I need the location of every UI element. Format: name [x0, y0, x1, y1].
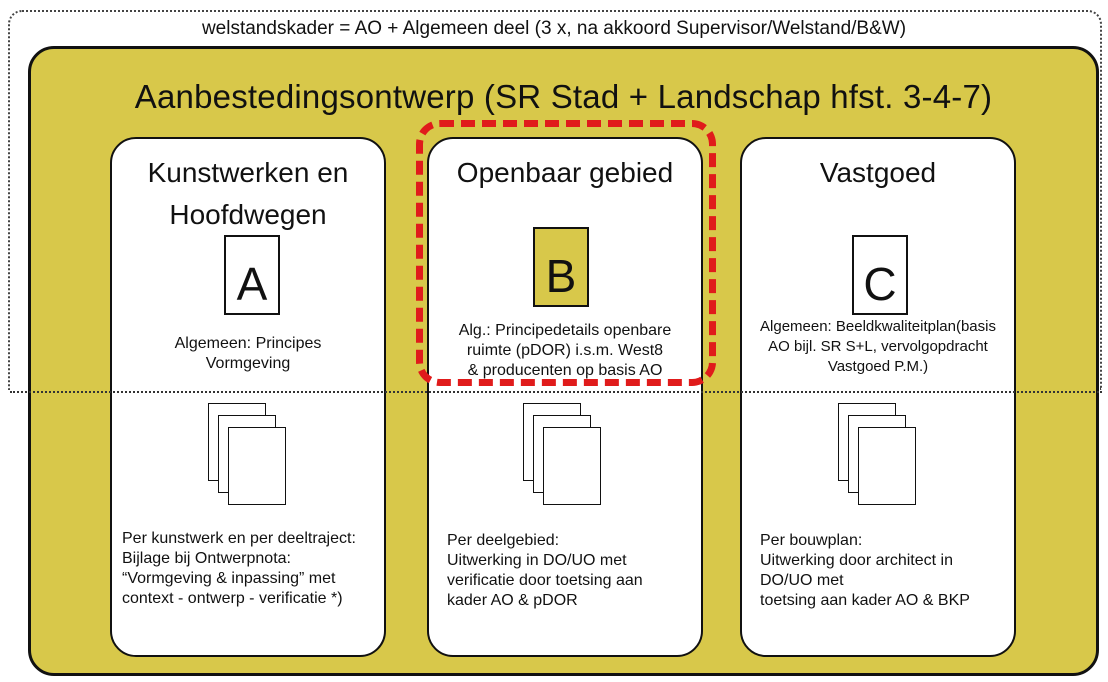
document-stack-icon: [838, 403, 928, 513]
card-kunstwerken: Kunstwerken en Hoofdwegen A Algemeen: Pr…: [110, 137, 386, 657]
letter-c: C: [863, 258, 897, 310]
bottom-line: kader AO & pDOR: [447, 592, 578, 609]
page-sheet: [228, 427, 286, 505]
bottom-line: “Vormgeving & inpassing” met: [122, 570, 336, 587]
desc-line: AO bijl. SR S+L, vervolgopdracht: [768, 338, 988, 355]
bottom-line: Uitwerking in DO/UO met: [447, 552, 627, 569]
main-title: Aanbestedingsontwerp (SR Stad + Landscha…: [134, 78, 993, 115]
bottom-line: Per deelgebied:: [447, 532, 560, 549]
bottom-line: Per bouwplan:: [760, 532, 863, 549]
page-sheet: [543, 427, 601, 505]
document-b-icon: B: [533, 227, 589, 307]
welstandskader-divider: [10, 391, 1102, 393]
desc-line: & producenten op basis AO: [467, 362, 663, 379]
card-vastgoed: Vastgoed C Algemeen: Beeldkwaliteitplan(…: [740, 137, 1016, 657]
bottom-line: verificatie door toetsing aan: [447, 572, 643, 589]
desc-line: Algemeen: Beeldkwaliteitplan(basis: [760, 318, 996, 335]
bottom-line: context - ontwerp - verificatie *): [122, 590, 343, 607]
bottom-line: Per kunstwerk en per deeltraject:: [122, 530, 356, 547]
bottom-line: Bijlage bij Ontwerpnota:: [122, 550, 291, 567]
document-stack-icon: [523, 403, 613, 513]
welstandskader-frame: [8, 10, 1102, 390]
card-title-line2: Hoofdwegen: [169, 199, 327, 230]
desc-line: Alg.: Principedetails openbare: [458, 322, 672, 339]
document-a-icon: A: [224, 235, 280, 315]
highlight-openbaar-gebied: [416, 120, 716, 386]
card-bottom-text: Per bouwplan: Uitwerking door architect …: [760, 531, 1004, 611]
card-title-line1: Openbaar gebied: [456, 157, 674, 188]
document-stack-icon: [208, 403, 298, 513]
desc-line: Vormgeving: [205, 355, 291, 372]
welstandskader-label: welstandskader = AO + Algemeen deel (3 x…: [201, 18, 907, 39]
letter-b: B: [545, 250, 577, 302]
letter-a: A: [236, 258, 268, 310]
card-bottom-text: Per kunstwerk en per deeltraject: Bijlag…: [122, 529, 374, 609]
card-description: Algemeen: Beeldkwaliteitplan(basis AO bi…: [742, 317, 1014, 377]
bottom-line: toetsing aan kader AO & BKP: [760, 592, 970, 609]
card-title-line1: Kunstwerken en: [147, 157, 349, 188]
bottom-line: Uitwerking door architect in: [760, 552, 953, 569]
desc-line: Vastgoed P.M.): [827, 358, 929, 375]
document-c-icon: C: [852, 235, 908, 315]
desc-line: Algemeen: Principes: [174, 335, 322, 352]
card-bottom-text: Per deelgebied: Uitwerking in DO/UO met …: [447, 531, 691, 611]
bottom-line: DO/UO met: [760, 572, 844, 589]
card-description: Alg.: Principedetails openbare ruimte (p…: [429, 321, 701, 381]
card-title-line1: Vastgoed: [819, 157, 937, 188]
page-sheet: [858, 427, 916, 505]
desc-line: ruimte (pDOR) i.s.m. West8: [466, 342, 664, 359]
card-openbaar-gebied: Openbaar gebied B Alg.: Principedetails …: [427, 137, 703, 657]
card-description: Algemeen: Principes Vormgeving: [112, 334, 384, 374]
